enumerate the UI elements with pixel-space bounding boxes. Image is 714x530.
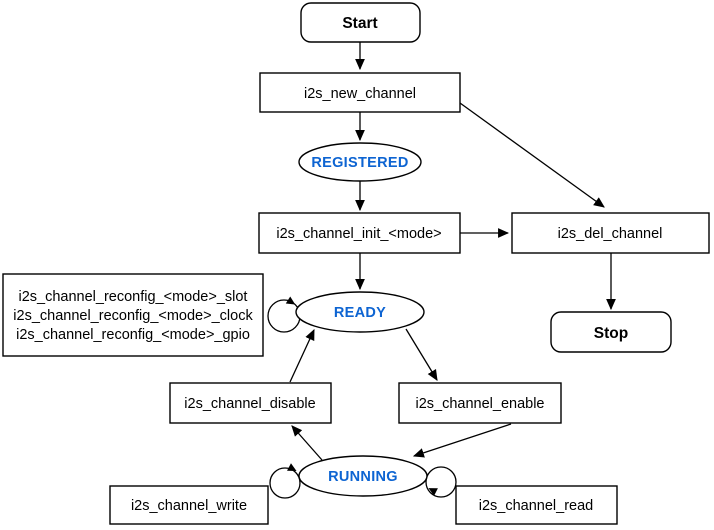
channel-disable-label: i2s_channel_disable [184, 396, 315, 412]
edge-disable-to-ready [289, 328, 315, 383]
del-channel-label: i2s_del_channel [558, 226, 663, 242]
channel-enable-label: i2s_channel_enable [416, 396, 545, 412]
node-stop: Stop [550, 311, 672, 353]
reconfig-clock-label: i2s_channel_reconfig_<mode>_clock [13, 308, 253, 324]
node-del-channel: i2s_del_channel [511, 212, 710, 254]
channel-init-label: i2s_channel_init_<mode> [276, 226, 441, 242]
node-start: Start [300, 2, 421, 43]
node-running-state: RUNNING [298, 455, 428, 497]
node-registered-state: REGISTERED [298, 142, 422, 182]
running-write-self-loop [269, 463, 301, 499]
edge-enable-to-running [412, 423, 512, 458]
node-new-channel: i2s_new_channel [259, 72, 461, 113]
channel-write-label: i2s_channel_write [131, 498, 247, 514]
new-channel-label: i2s_new_channel [304, 86, 416, 102]
loop-arrowhead-icon [287, 463, 297, 471]
loop-arrowhead-icon [428, 488, 438, 496]
reconfig-slot-label: i2s_channel_reconfig_<mode>_slot [19, 289, 248, 305]
stop-label: Stop [594, 325, 628, 342]
channel-read-label: i2s_channel_read [479, 498, 593, 514]
node-reconfig-functions: i2s_channel_reconfig_<mode>_slot i2s_cha… [2, 273, 264, 357]
node-channel-enable: i2s_channel_enable [398, 382, 562, 424]
node-channel-read: i2s_channel_read [455, 485, 618, 525]
loop-arrowhead-icon [285, 296, 296, 305]
registered-label: REGISTERED [311, 155, 408, 171]
start-label: Start [342, 15, 377, 32]
running-read-self-loop [425, 466, 457, 498]
edge-new-channel-to-del-channel [459, 102, 605, 208]
ready-self-loop [267, 296, 301, 333]
node-channel-write: i2s_channel_write [109, 485, 269, 525]
ready-label: READY [334, 305, 386, 321]
node-channel-init: i2s_channel_init_<mode> [258, 212, 461, 254]
reconfig-gpio-label: i2s_channel_reconfig_<mode>_gpio [16, 327, 250, 343]
running-label: RUNNING [328, 469, 398, 485]
edge-ready-to-enable [405, 328, 438, 381]
edge-running-to-disable [291, 425, 323, 461]
node-channel-disable: i2s_channel_disable [169, 382, 332, 424]
node-ready-state: READY [295, 291, 425, 333]
